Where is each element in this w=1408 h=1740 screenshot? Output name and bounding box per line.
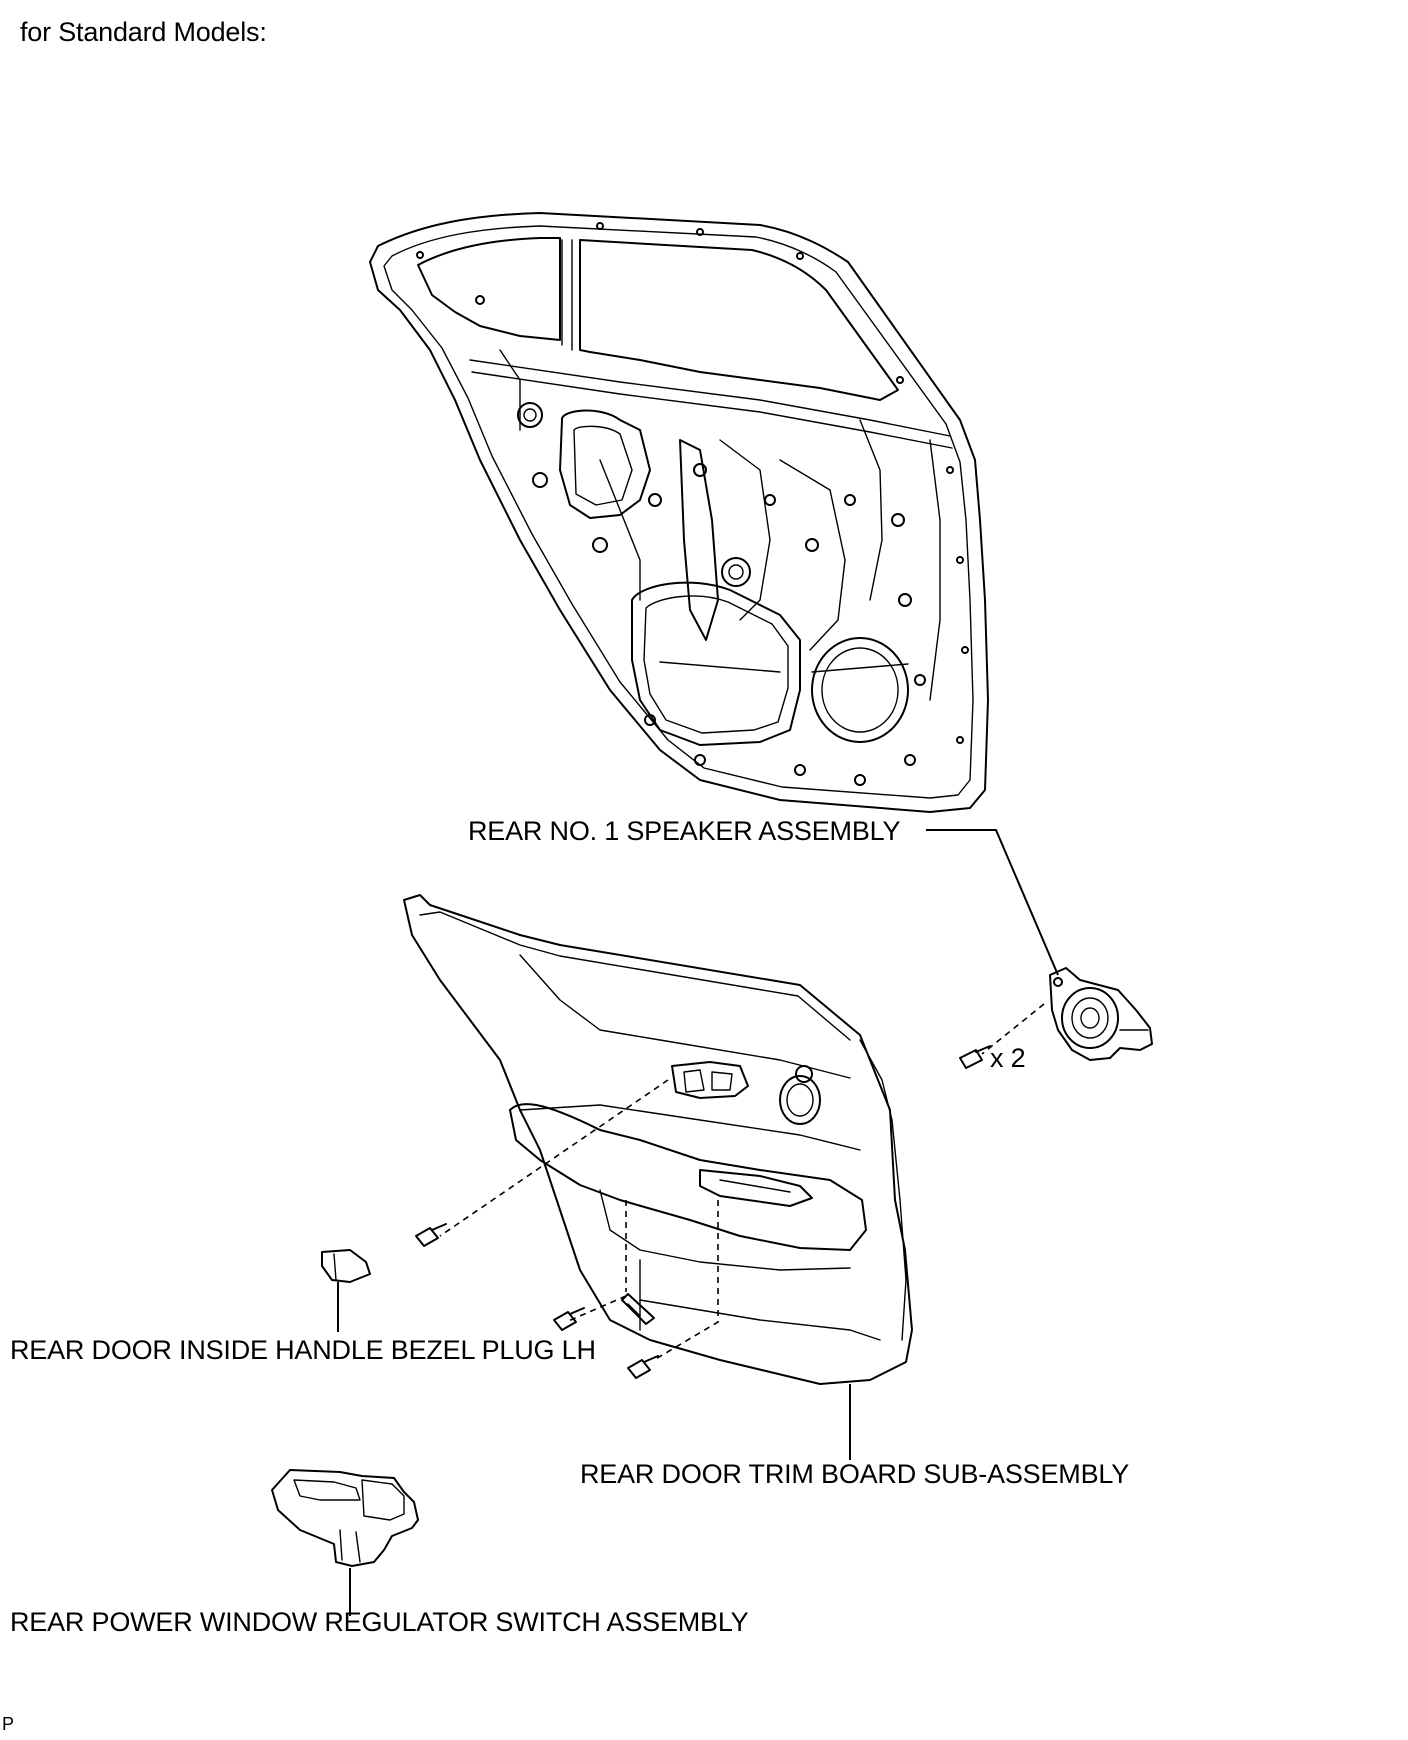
- switch-assembly-label: REAR POWER WINDOW REGULATOR SWITCH ASSEM…: [10, 1607, 749, 1637]
- speaker-screw-quantity: x 2: [990, 1043, 1026, 1073]
- speaker-assembly-label: REAR NO. 1 SPEAKER ASSEMBLY: [468, 816, 901, 846]
- switch-assembly-part: [271, 1469, 419, 1616]
- speaker-screw: [959, 1003, 1045, 1069]
- bezel-plug-part: [321, 1249, 371, 1332]
- trim-board-panel: [403, 894, 913, 1385]
- bezel-plug-label: REAR DOOR INSIDE HANDLE BEZEL PLUG LH: [10, 1335, 596, 1365]
- trim-board-label: REAR DOOR TRIM BOARD SUB-ASSEMBLY: [580, 1459, 1129, 1489]
- trim-board-screw: [415, 1223, 659, 1379]
- trim-board-fastener-lines: [439, 1079, 719, 1361]
- page-caption: for Standard Models:: [20, 17, 267, 47]
- speaker-assembly: [1049, 967, 1153, 1061]
- speaker-leader: [926, 829, 1059, 976]
- rear-door-panel: [369, 212, 989, 813]
- footer-mark: P: [2, 1714, 14, 1734]
